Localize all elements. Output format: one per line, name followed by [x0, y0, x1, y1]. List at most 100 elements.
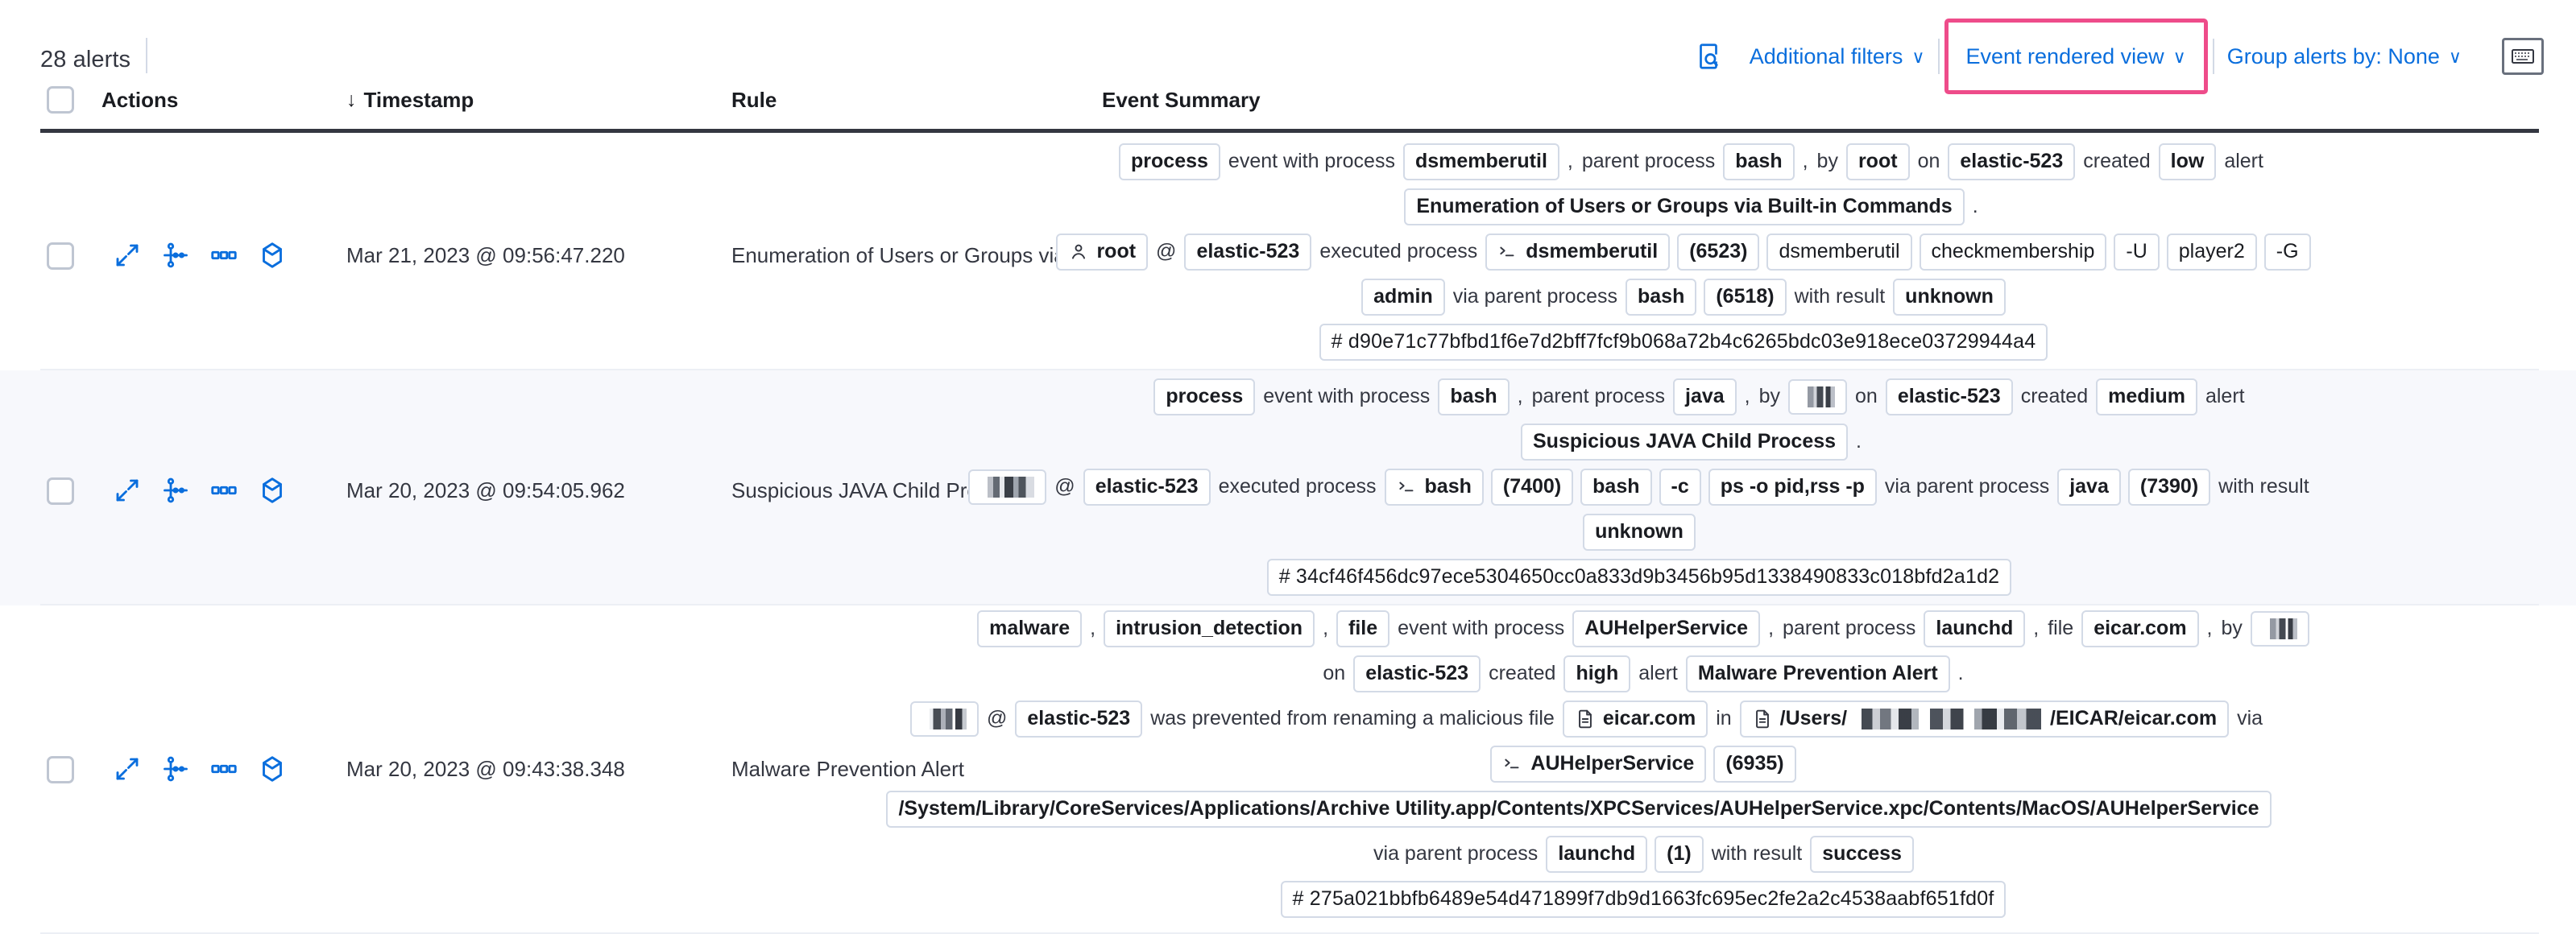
event-chip[interactable]: eicar.com — [1562, 700, 1708, 738]
event-text: parent process — [1581, 150, 1716, 172]
event-hash-chip[interactable]: # d90e71c77bfbd1f6e7d2bff7fcf9b068a72b4c… — [1319, 324, 2048, 361]
event-chip[interactable]: high — [1563, 655, 1631, 692]
event-chip[interactable]: elastic-523 — [1353, 655, 1481, 692]
event-chip[interactable]: elastic-523 — [1184, 234, 1312, 271]
select-all-checkbox[interactable] — [47, 86, 74, 114]
analyze-event-icon[interactable] — [161, 241, 190, 270]
event-chip[interactable]: (6523) — [1677, 234, 1760, 271]
column-header-rule[interactable]: Rule — [731, 88, 777, 112]
event-chip[interactable]: success — [1810, 836, 1914, 873]
event-chip[interactable]: bash — [1723, 143, 1795, 180]
event-chip-label: dsmemberutil — [1526, 240, 1659, 262]
event-hash-chip[interactable]: # 34cf46f456dc97ece5304650cc0a833d9b3456… — [1266, 559, 2012, 596]
event-chip[interactable]: root — [1845, 143, 1910, 180]
column-header-actions[interactable]: Actions — [101, 88, 179, 112]
event-chip[interactable]: (1) — [1655, 836, 1704, 873]
event-chip[interactable]: dsmemberutil — [1485, 234, 1671, 271]
event-chip[interactable]: Malware Prevention Alert — [1685, 655, 1950, 692]
additional-filters-button[interactable]: Additional filters ∨ — [1737, 32, 1938, 81]
session-view-icon[interactable] — [258, 241, 287, 270]
event-chip[interactable]: unknown — [1583, 514, 1696, 551]
event-chip[interactable]: checkmembership — [1919, 234, 2107, 271]
event-chip[interactable]: elastic-523 — [1083, 469, 1211, 506]
event-chip[interactable]: elastic-523 — [1948, 143, 2076, 180]
analyze-event-icon[interactable] — [161, 476, 190, 505]
event-chip[interactable]: launchd — [1924, 610, 2026, 647]
event-chip[interactable]: (7400) — [1490, 469, 1574, 506]
event-chip-label: malware — [989, 617, 1071, 639]
more-actions-icon[interactable] — [209, 476, 238, 505]
event-chip[interactable]: -c — [1659, 469, 1701, 506]
event-chip-file-path[interactable]: /Users//EICAR/eicar.com — [1739, 700, 2230, 738]
event-chip[interactable]: player2 — [2166, 234, 2257, 271]
row-select-checkbox[interactable] — [47, 756, 74, 783]
event-chip[interactable]: java — [1673, 378, 1737, 415]
event-rendered-view-button[interactable]: Event rendered view ∨ — [1960, 32, 2193, 81]
event-chip[interactable]: bash — [1384, 469, 1484, 506]
row-select-checkbox[interactable] — [47, 242, 74, 270]
inspect-icon[interactable] — [1687, 35, 1730, 78]
event-chip[interactable]: malware — [977, 610, 1083, 647]
event-chip[interactable]: launchd — [1546, 836, 1648, 873]
event-chip[interactable]: medium — [2096, 378, 2197, 415]
keyboard-shortcut-icon[interactable] — [2502, 38, 2544, 75]
event-chip[interactable]: bash — [1580, 469, 1652, 506]
expand-icon[interactable] — [113, 754, 142, 783]
event-chip[interactable]: admin — [1361, 279, 1445, 316]
event-chip[interactable]: elastic-523 — [1885, 378, 2013, 415]
event-chip[interactable]: java — [2057, 469, 2121, 506]
expand-icon[interactable] — [113, 241, 142, 270]
event-chip[interactable]: bash — [1626, 279, 1697, 316]
session-view-icon[interactable] — [258, 754, 287, 783]
column-header-event-summary[interactable]: Event Summary — [1102, 88, 1261, 112]
event-chip[interactable]: ps -o pid,rss -p — [1708, 469, 1877, 506]
event-chip[interactable] — [2250, 610, 2309, 647]
column-header-timestamp[interactable]: ↓ Timestamp — [346, 88, 474, 113]
event-chip-label: -c — [1671, 475, 1689, 498]
event-text: , — [1567, 150, 1573, 172]
event-chip[interactable]: intrusion_detection — [1104, 610, 1315, 647]
event-chip[interactable]: unknown — [1893, 279, 2006, 316]
event-hash-chip[interactable]: # 275a021bbfb6489e54d471899f7db9d1663fc6… — [1280, 881, 2007, 918]
group-alerts-by-button[interactable]: Group alerts by: None ∨ — [2214, 32, 2475, 81]
row-select-checkbox[interactable] — [47, 477, 74, 505]
event-chip[interactable]: dsmemberutil — [1766, 234, 1912, 271]
more-actions-icon[interactable] — [209, 241, 238, 270]
event-chip[interactable]: file — [1336, 610, 1390, 647]
event-chip[interactable]: bash — [1438, 378, 1510, 415]
event-chip-label: elastic-523 — [1897, 385, 2001, 407]
analyze-event-icon[interactable] — [161, 754, 190, 783]
more-actions-icon[interactable] — [209, 754, 238, 783]
sort-desc-icon: ↓ — [346, 89, 357, 111]
event-chip[interactable]: process — [1153, 378, 1256, 415]
event-chip[interactable]: AUHelperService — [1572, 610, 1761, 647]
event-chip[interactable]: dsmemberutil — [1402, 143, 1559, 180]
event-chip[interactable]: /System/Library/CoreServices/Application… — [886, 791, 2272, 828]
row-actions — [113, 476, 287, 505]
redacted-value — [1808, 386, 1836, 407]
event-chip[interactable]: process — [1119, 143, 1220, 180]
event-chip[interactable]: low — [2158, 143, 2217, 180]
event-chip[interactable]: root — [1056, 234, 1149, 271]
event-chip[interactable]: (6935) — [1713, 746, 1796, 783]
event-chip[interactable]: Enumeration of Users or Groups via Built… — [1404, 188, 1965, 225]
expand-icon[interactable] — [113, 476, 142, 505]
event-chip[interactable]: -G — [2263, 234, 2311, 271]
event-chip[interactable] — [909, 700, 979, 737]
event-chip[interactable]: Suspicious JAVA Child Process — [1521, 424, 1849, 461]
session-view-icon[interactable] — [258, 476, 287, 505]
event-chip[interactable]: eicar.com — [2081, 610, 2199, 647]
event-chip[interactable] — [1788, 378, 1848, 415]
table-row[interactable]: Mar 20, 2023 @ 09:54:05.962 Suspicious JA… — [0, 370, 2576, 605]
event-chip[interactable]: elastic-523 — [1015, 700, 1143, 738]
event-chip[interactable]: AUHelperService — [1490, 746, 1707, 783]
event-chip[interactable]: -U — [2114, 234, 2160, 271]
row-timestamp: Mar 20, 2023 @ 09:54:05.962 — [346, 478, 625, 502]
event-chip[interactable]: (6518) — [1704, 279, 1787, 316]
event-chip[interactable]: (7390) — [2127, 469, 2211, 506]
event-chip[interactable] — [968, 469, 1047, 505]
